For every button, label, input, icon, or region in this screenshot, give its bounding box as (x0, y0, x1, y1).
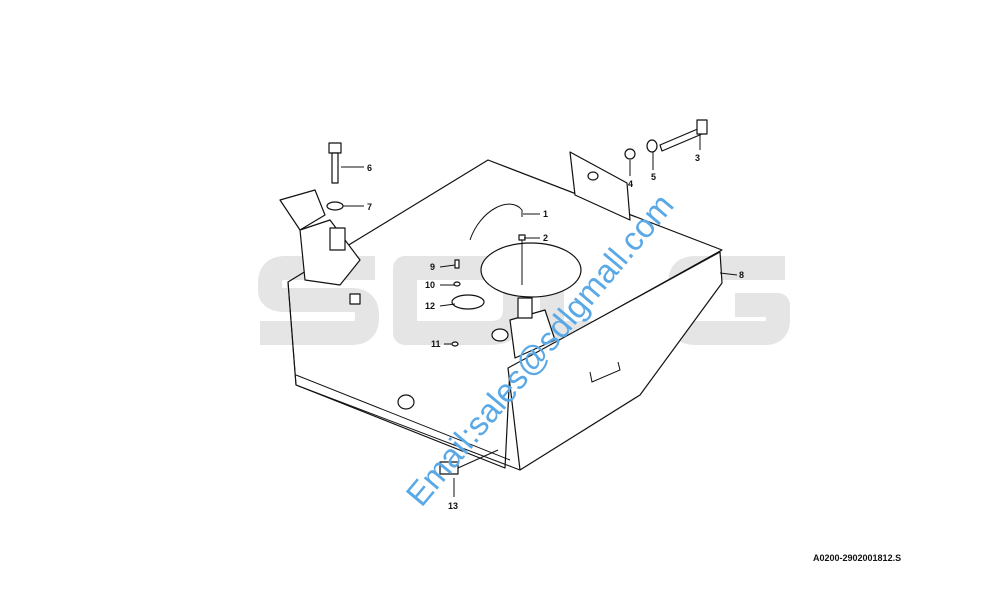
callout-1: 1 (543, 209, 548, 219)
drawing-code: A0200-2902001812.S (813, 553, 902, 563)
callout-2: 2 (543, 233, 548, 243)
callout-leaders (341, 134, 738, 497)
callout-7: 7 (367, 202, 372, 212)
callout-10: 10 (425, 280, 435, 290)
callout-13: 13 (448, 501, 458, 511)
callout-11: 11 (431, 339, 441, 349)
callout-4: 4 (628, 179, 633, 189)
callout-labels: 1 2 3 4 5 6 7 8 9 10 11 12 13 (367, 153, 744, 511)
callout-5: 5 (651, 172, 656, 182)
fuel-tank (279, 119, 723, 475)
callout-9: 9 (430, 262, 435, 272)
callout-3: 3 (695, 153, 700, 163)
callout-8: 8 (739, 270, 744, 280)
callout-12: 12 (425, 301, 435, 311)
callout-6: 6 (367, 163, 372, 173)
